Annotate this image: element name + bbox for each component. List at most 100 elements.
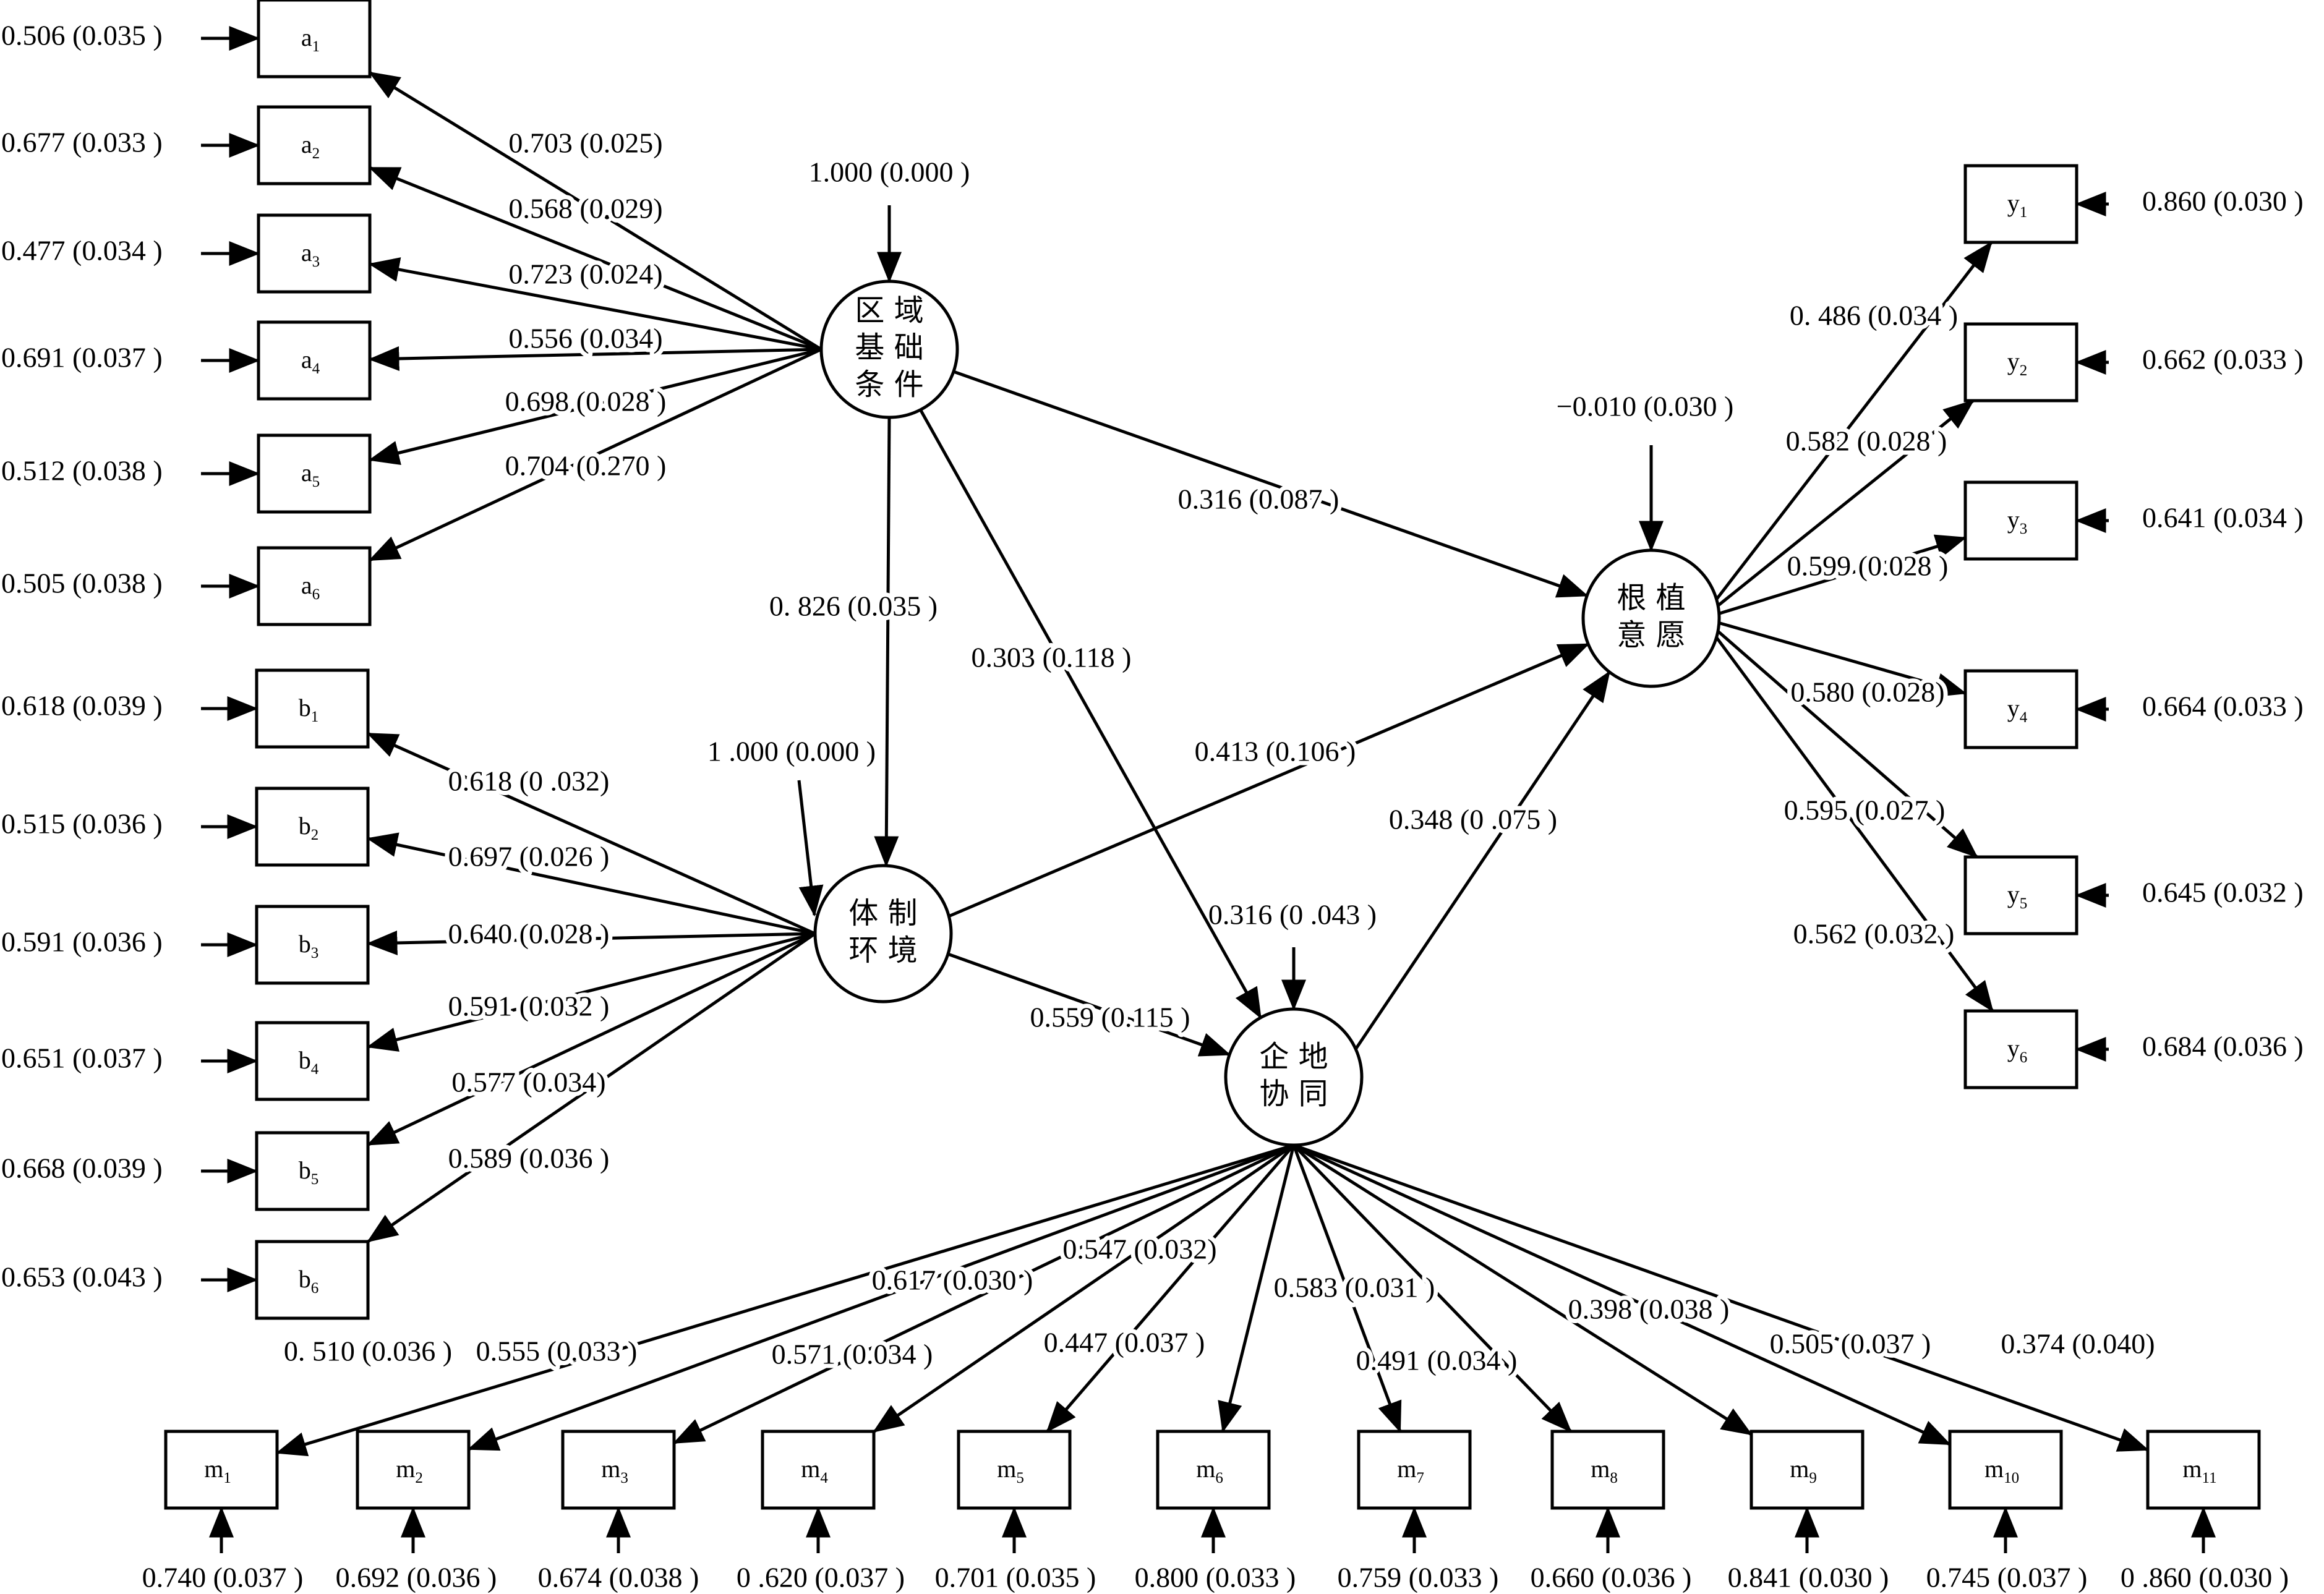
path-inst-to-rooting xyxy=(948,642,1590,918)
loading-y6-line xyxy=(1712,633,1994,1013)
loading-y6-label: 0.562 (0.032 ) xyxy=(1793,918,1955,950)
indicator-m9-label: m9 xyxy=(1790,1455,1817,1486)
indicator-m5-label: m5 xyxy=(997,1455,1024,1486)
disturbance-institutional-arrow xyxy=(797,780,824,917)
indicator-m2: m2 xyxy=(356,1430,471,1510)
indicator-a4-label: a4 xyxy=(301,346,320,377)
loading-m2-line xyxy=(467,1143,1294,1451)
error-y1-label: 0.860 (0.030 ) xyxy=(2142,185,2304,217)
path-enterprise-to-rooting xyxy=(1354,670,1611,1051)
error-m5-label: 0.701 (0.035 ) xyxy=(935,1562,1096,1593)
latent-enterprise-local-synergy-text-1: 企 地 xyxy=(1259,1039,1328,1074)
loading-m6-label: 0.447 (0.037 ) xyxy=(1044,1327,1205,1358)
indicator-b2: b2 xyxy=(255,786,370,867)
error-m1-label: 0.740 (0.037 ) xyxy=(142,1562,304,1593)
loading-a4-line xyxy=(368,346,822,371)
indicator-m7-box xyxy=(1357,1430,1472,1510)
error-y6-label: 0.684 (0.036 ) xyxy=(2142,1031,2304,1062)
loading-m1-line xyxy=(275,1143,1294,1457)
loading-m4-label: 0.571 (0.034 ) xyxy=(772,1339,933,1370)
indicator-a5-box xyxy=(257,433,372,514)
indicator-m11-label: m11 xyxy=(2182,1455,2216,1486)
indicator-a2: a2 xyxy=(257,105,372,185)
error-y2-label: 0.662 (0.033 ) xyxy=(2142,344,2304,375)
indicator-b1-label: b1 xyxy=(299,694,319,725)
loading-b6-line xyxy=(366,932,816,1243)
loading-b5-line xyxy=(366,932,816,1146)
indicator-y6: y6 xyxy=(1963,1009,2078,1089)
indicator-y2-box xyxy=(1963,322,2078,403)
error-b1-label: 0.618 (0.039 ) xyxy=(1,690,163,722)
indicator-m4: m4 xyxy=(761,1430,876,1510)
indicator-b5-label: b5 xyxy=(299,1156,319,1188)
indicator-a2-label: a2 xyxy=(301,130,320,162)
indicator-m10: m10 xyxy=(1948,1430,2063,1510)
loading-m8-label: 0.491 (0.034 ) xyxy=(1356,1345,1518,1376)
loading-m8-line xyxy=(1292,1144,1572,1433)
indicator-a6-label: a6 xyxy=(301,571,320,603)
indicator-b2-box xyxy=(255,786,370,867)
indicator-m10-box xyxy=(1948,1430,2063,1510)
labels-layer: 0.316 (0.087 )0.303 (0.118 )0.413 (0.106… xyxy=(1,20,2304,1593)
latent-enterprise-local-synergy-circle xyxy=(1224,1007,1364,1147)
loading-b3-line xyxy=(366,930,816,955)
indicator-m9: m9 xyxy=(1749,1430,1865,1510)
indicator-y1-label: y1 xyxy=(2007,189,2028,221)
indicator-b4: b4 xyxy=(255,1021,370,1101)
latent-institutional-environment-circle xyxy=(813,864,953,1004)
error-b2-label: 0.515 (0.036 ) xyxy=(1,808,163,840)
latent-rooting-willingness-text-2: 意 愿 xyxy=(1617,618,1685,652)
error-m6-label: 0.800 (0.033 ) xyxy=(1135,1562,1296,1593)
indicator-b3-label: b3 xyxy=(299,930,319,961)
loading-m11-label: 0.374 (0.040) xyxy=(2001,1328,2155,1360)
error-m8-label: 0.660 (0.036 ) xyxy=(1531,1562,1692,1593)
indicator-y4-box xyxy=(1963,669,2078,749)
loading-m7-label: 0.583 (0.031 ) xyxy=(1274,1272,1435,1303)
loading-b4-line xyxy=(366,932,816,1052)
error-m3-label: 0.674 (0.038 ) xyxy=(538,1562,699,1593)
indicator-m5: m5 xyxy=(957,1430,1072,1510)
loading-y4-label: 0.580 (0.028) xyxy=(1790,676,1944,708)
indicator-y2: y2 xyxy=(1963,322,2078,403)
latent-regional-foundation-text-2: 基 础 xyxy=(855,330,923,365)
indicator-y1: y1 xyxy=(1963,164,2078,244)
loading-a5-line xyxy=(368,347,822,466)
loading-b5-label: 0.577 (0.034) xyxy=(451,1067,605,1098)
latent-regional-foundation: 区 域基 础条 件 xyxy=(819,279,959,419)
error-m4-label: 0 .620 (0.037 ) xyxy=(737,1562,905,1593)
indicator-y4: y4 xyxy=(1963,669,2078,749)
indicator-y5-box xyxy=(1963,855,2078,936)
indicator-y3-label: y3 xyxy=(2007,506,2028,537)
error-b4-label: 0.651 (0.037 ) xyxy=(1,1042,163,1074)
loading-a6-line xyxy=(368,347,822,562)
error-y3-label: 0.641 (0.034 ) xyxy=(2142,502,2304,534)
indicator-b3: b3 xyxy=(255,905,370,985)
indicator-m4-box xyxy=(761,1430,876,1510)
indicator-y3-box xyxy=(1963,480,2078,561)
loading-m5-label: 0.547 (0.032) xyxy=(1062,1234,1216,1265)
path-regional-to-rooting-label: 0.316 (0.087 ) xyxy=(1178,484,1339,515)
indicator-y4-label: y4 xyxy=(2007,694,2028,726)
path-inst-to-rooting-label: 0.413 (0.106 ) xyxy=(1195,736,1356,767)
loading-m1-label: 0. 510 (0.036 ) xyxy=(284,1336,452,1367)
error-m11-label: 0 .860 (0.030 ) xyxy=(2121,1562,2289,1593)
loading-y4-line xyxy=(1713,620,1967,697)
path-inst-to-enterprise xyxy=(947,952,1231,1057)
indicator-m9-box xyxy=(1749,1430,1865,1510)
loading-m7-line xyxy=(1292,1144,1402,1433)
loading-y5-label: 0.595 (0.027 ) xyxy=(1784,795,1946,826)
indicator-m10-label: m10 xyxy=(1984,1455,2019,1486)
indicator-b6-box xyxy=(255,1240,370,1320)
loading-y5-line xyxy=(1712,626,1978,858)
indicator-b4-box xyxy=(255,1021,370,1101)
indicator-b2-label: b2 xyxy=(299,812,319,843)
latent-regional-foundation-circle xyxy=(819,279,959,419)
error-m7-label: 0.759 (0.033 ) xyxy=(1338,1562,1499,1593)
error-b5-label: 0.668 (0.039 ) xyxy=(1,1153,163,1184)
loading-m3-label: 0.617 (0.030 ) xyxy=(872,1264,1033,1296)
indicator-m6-box xyxy=(1156,1430,1271,1510)
indicator-b4-label: b4 xyxy=(299,1046,319,1078)
loading-y2-line xyxy=(1712,399,1975,610)
indicator-m1: m1 xyxy=(164,1430,279,1510)
